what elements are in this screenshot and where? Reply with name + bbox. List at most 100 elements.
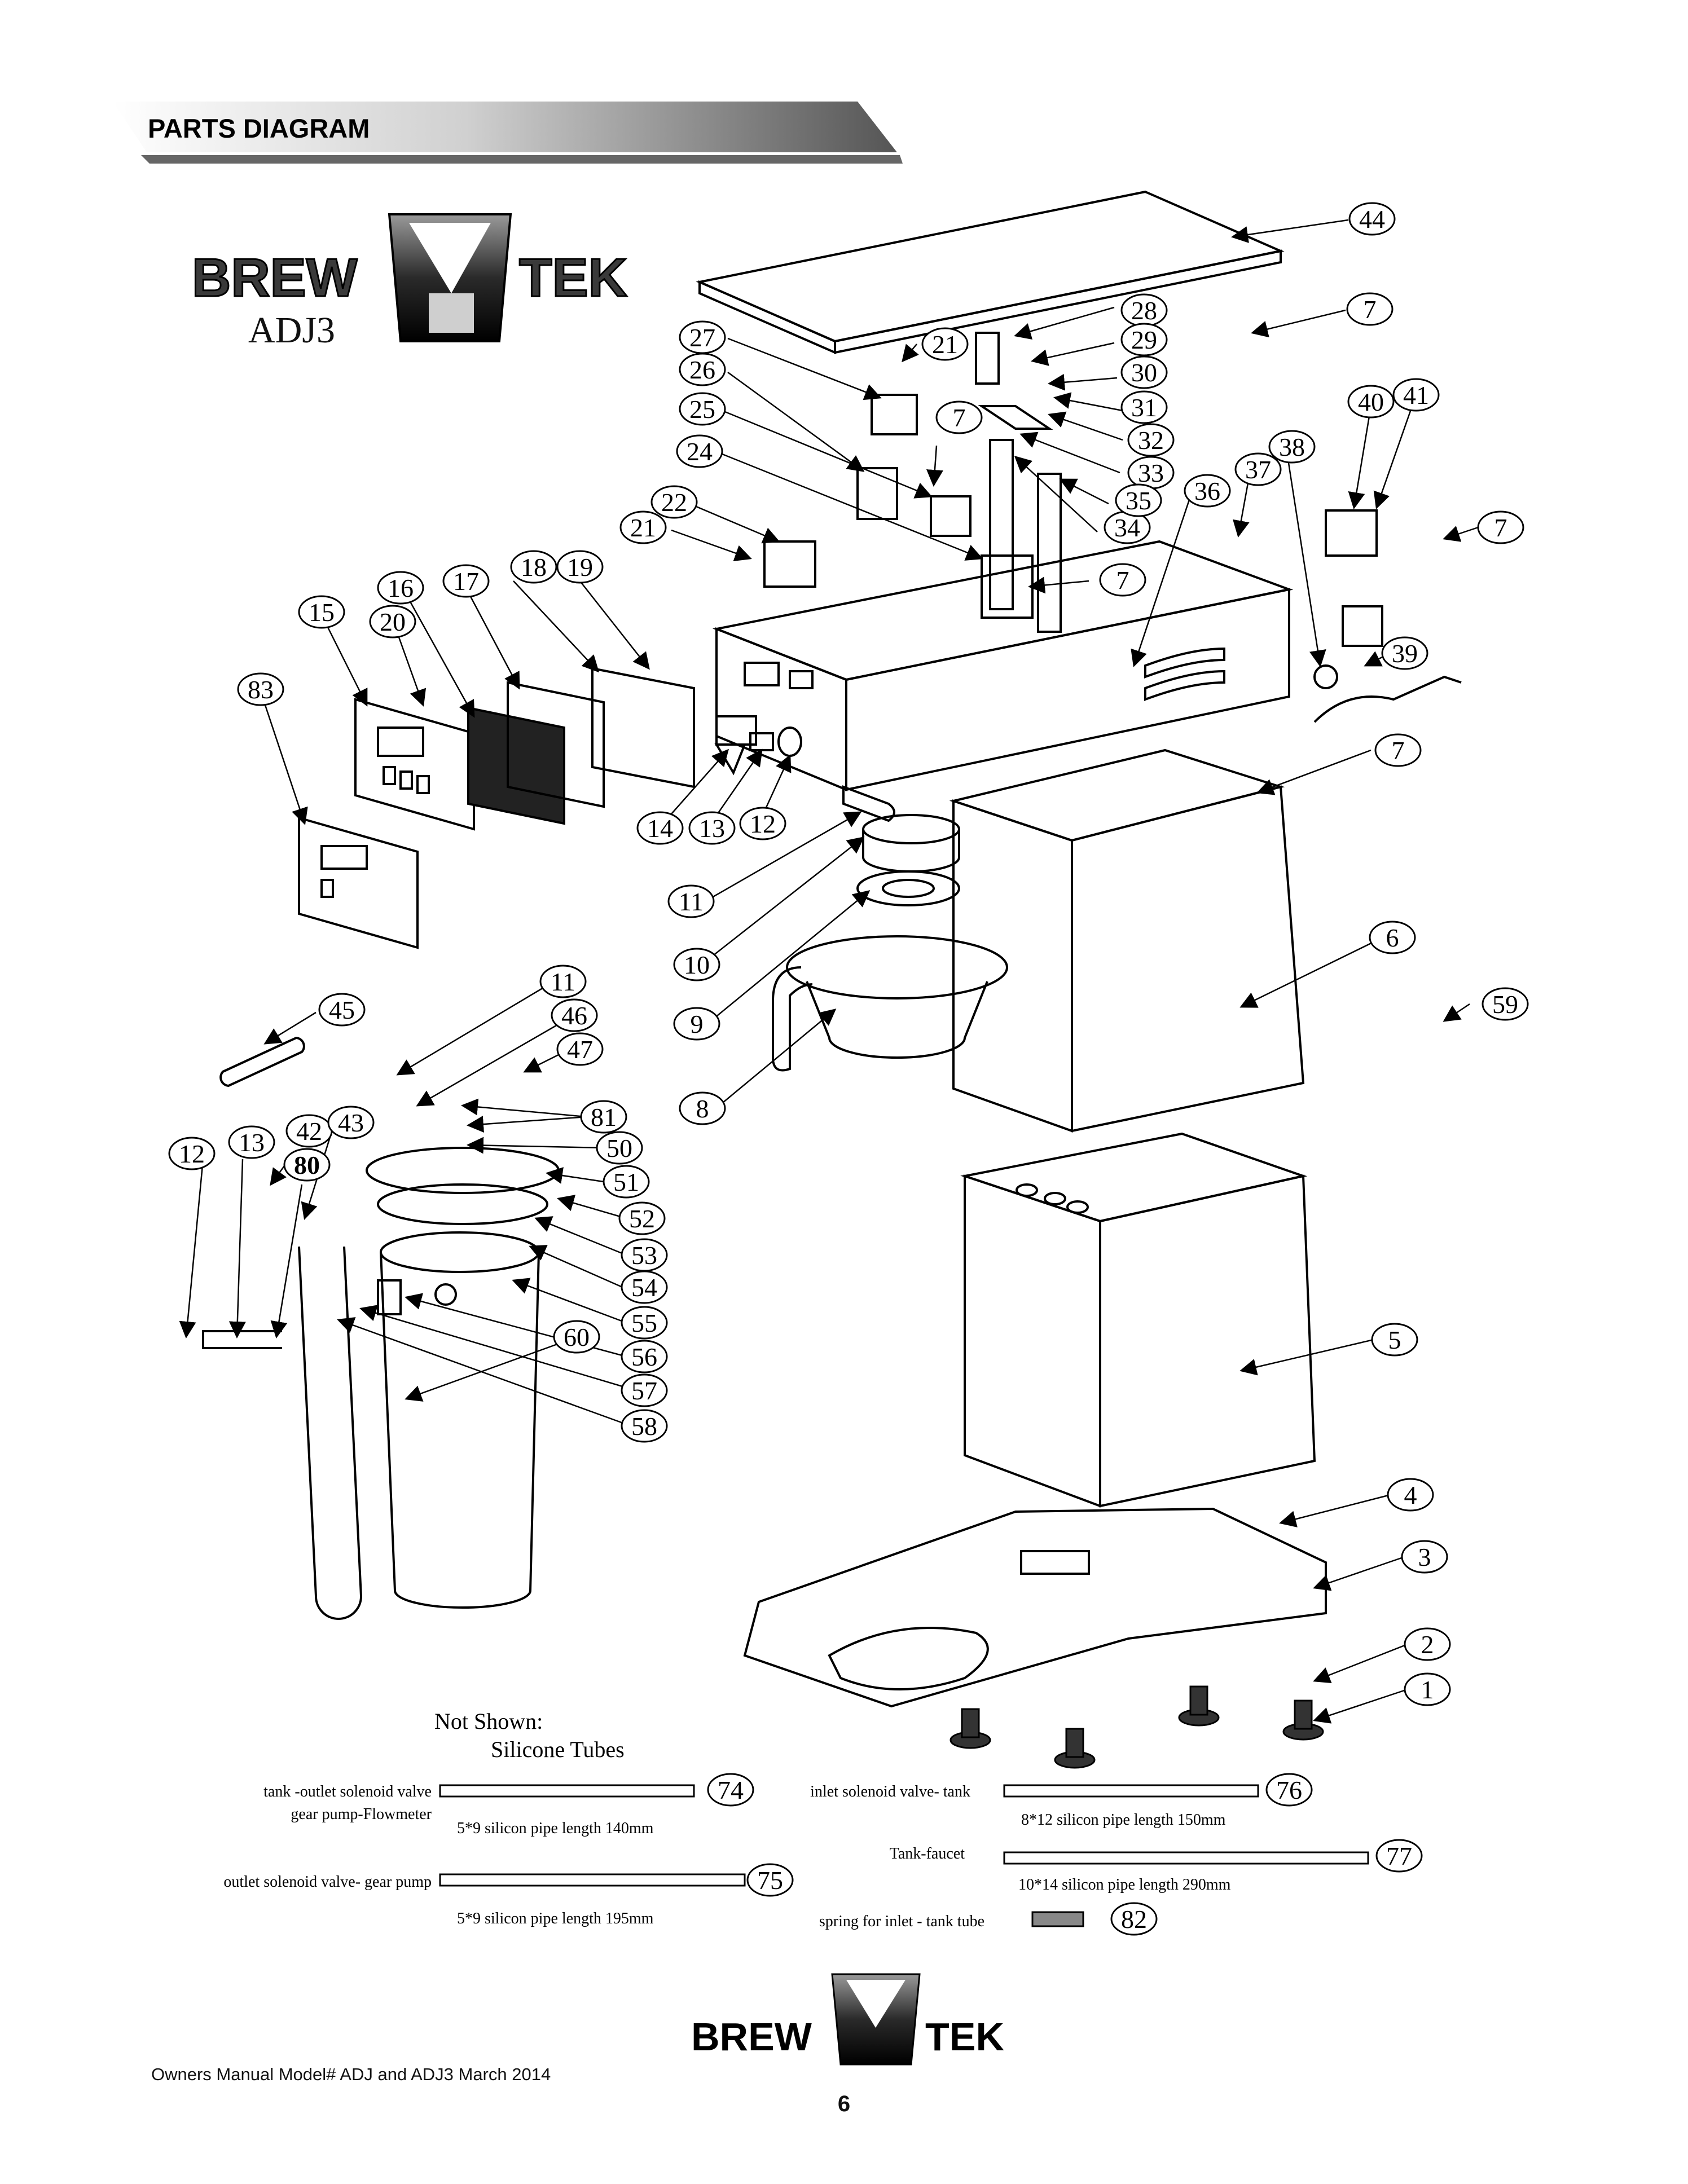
spring-label: spring for inlet - tank tube: [819, 1913, 984, 1930]
callout-4: 4: [1387, 1478, 1434, 1512]
svg-text:8: 8: [696, 1094, 709, 1123]
tube-74-label-1: tank -outlet solenoid valve: [263, 1783, 432, 1800]
svg-text:9: 9: [691, 1010, 704, 1038]
part-middle-housing: [949, 748, 1305, 1133]
callout-40: 40: [1347, 385, 1395, 419]
callout-9: 9: [673, 1007, 720, 1041]
svg-text:27: 27: [689, 323, 715, 352]
svg-text:54: 54: [631, 1273, 657, 1302]
callout-17: 17: [442, 564, 490, 598]
callout-11: 11: [539, 965, 587, 998]
part-faucet: [714, 715, 802, 776]
callout-77: 77: [1375, 1839, 1423, 1873]
header-banner: [113, 102, 903, 164]
callout-36: 36: [1184, 474, 1231, 508]
svg-text:29: 29: [1131, 325, 1157, 354]
brewtek-logo-bottom: BREW TEK: [691, 1973, 1004, 2066]
svg-text:21: 21: [630, 513, 656, 542]
svg-text:81: 81: [591, 1103, 617, 1131]
callout-74: 74: [707, 1773, 754, 1807]
callout-8: 8: [679, 1091, 726, 1125]
svg-text:7: 7: [1392, 736, 1405, 765]
svg-text:6: 6: [1386, 923, 1399, 952]
callout-1: 1: [1404, 1672, 1451, 1706]
svg-text:7: 7: [953, 403, 966, 432]
callout-42: 42: [285, 1114, 333, 1148]
svg-text:77: 77: [1386, 1842, 1412, 1870]
callout-83: 83: [237, 672, 284, 706]
svg-text:35: 35: [1126, 486, 1151, 515]
callout-59: 59: [1482, 987, 1529, 1021]
svg-text:34: 34: [1114, 513, 1140, 542]
callout-60: 60: [553, 1320, 600, 1354]
svg-text:53: 53: [631, 1241, 657, 1270]
callout-13: 13: [228, 1125, 275, 1159]
svg-text:51: 51: [613, 1168, 639, 1196]
callout-76: 76: [1265, 1773, 1313, 1807]
svg-text:57: 57: [631, 1376, 657, 1405]
svg-text:38: 38: [1279, 433, 1305, 461]
callout-5: 5: [1371, 1323, 1418, 1357]
tube-76-spec: 8*12 silicon pipe length 150mm: [1021, 1811, 1226, 1829]
svg-text:1: 1: [1421, 1675, 1434, 1704]
svg-text:36: 36: [1194, 477, 1220, 505]
callout-47: 47: [556, 1032, 604, 1066]
svg-text:13: 13: [699, 814, 725, 843]
svg-text:28: 28: [1131, 296, 1157, 325]
svg-text:BREW: BREW: [192, 248, 358, 308]
svg-text:19: 19: [567, 553, 593, 582]
callout-30: 30: [1120, 355, 1168, 389]
part-base: [743, 1507, 1327, 1708]
svg-text:52: 52: [629, 1204, 655, 1233]
callout-28: 28: [1120, 293, 1168, 327]
callout-29: 29: [1120, 323, 1168, 356]
svg-text:59: 59: [1492, 990, 1518, 1019]
svg-text:2: 2: [1421, 1630, 1434, 1659]
svg-text:15: 15: [309, 598, 335, 627]
svg-text:20: 20: [380, 607, 406, 636]
callout-20: 20: [369, 605, 416, 639]
callout-82: 82: [1110, 1902, 1158, 1936]
callout-80: 80: [283, 1148, 331, 1182]
brewtek-logo-top: BREW TEK: [191, 213, 628, 342]
svg-text:50: 50: [606, 1134, 632, 1163]
callout-37: 37: [1234, 452, 1282, 486]
tube-75-spec: 5*9 silicon pipe length 195mm: [457, 1910, 654, 1927]
svg-text:82: 82: [1121, 1905, 1147, 1934]
svg-text:4: 4: [1404, 1481, 1417, 1509]
part-control-panel: [298, 667, 695, 949]
svg-text:14: 14: [647, 814, 673, 843]
callout-12: 12: [168, 1137, 216, 1170]
svg-text:BREW: BREW: [691, 2015, 812, 2059]
callout-26: 26: [679, 353, 726, 386]
svg-text:7: 7: [1494, 513, 1507, 542]
part-funnel: [772, 785, 1008, 1072]
part-upper-housing: [712, 540, 1294, 791]
svg-text:12: 12: [179, 1139, 205, 1168]
callout-35: 35: [1115, 483, 1162, 517]
part-lower-housing: [960, 1132, 1316, 1508]
svg-text:58: 58: [631, 1412, 657, 1441]
callout-44: 44: [1348, 202, 1396, 236]
svg-text:26: 26: [689, 355, 715, 384]
page-number: 6: [837, 2091, 851, 2116]
svg-text:43: 43: [338, 1108, 364, 1137]
callout-13: 13: [688, 811, 736, 845]
svg-text:24: 24: [687, 437, 713, 466]
callout-12: 12: [739, 807, 786, 840]
callout-7: 7: [1099, 563, 1146, 597]
svg-text:10: 10: [684, 950, 710, 979]
svg-text:11: 11: [679, 887, 704, 916]
callout-24: 24: [676, 434, 723, 468]
callout-39: 39: [1381, 636, 1428, 670]
section-title: PARTS DIAGRAM: [148, 113, 370, 143]
callout-14: 14: [636, 811, 684, 845]
callout-21: 21: [921, 327, 969, 361]
callout-32: 32: [1127, 423, 1175, 457]
not-shown-title: Not Shown:: [434, 1709, 543, 1734]
svg-text:56: 56: [631, 1342, 657, 1371]
svg-text:7: 7: [1116, 566, 1129, 595]
callout-18: 18: [510, 550, 557, 584]
callout-51: 51: [603, 1165, 650, 1199]
